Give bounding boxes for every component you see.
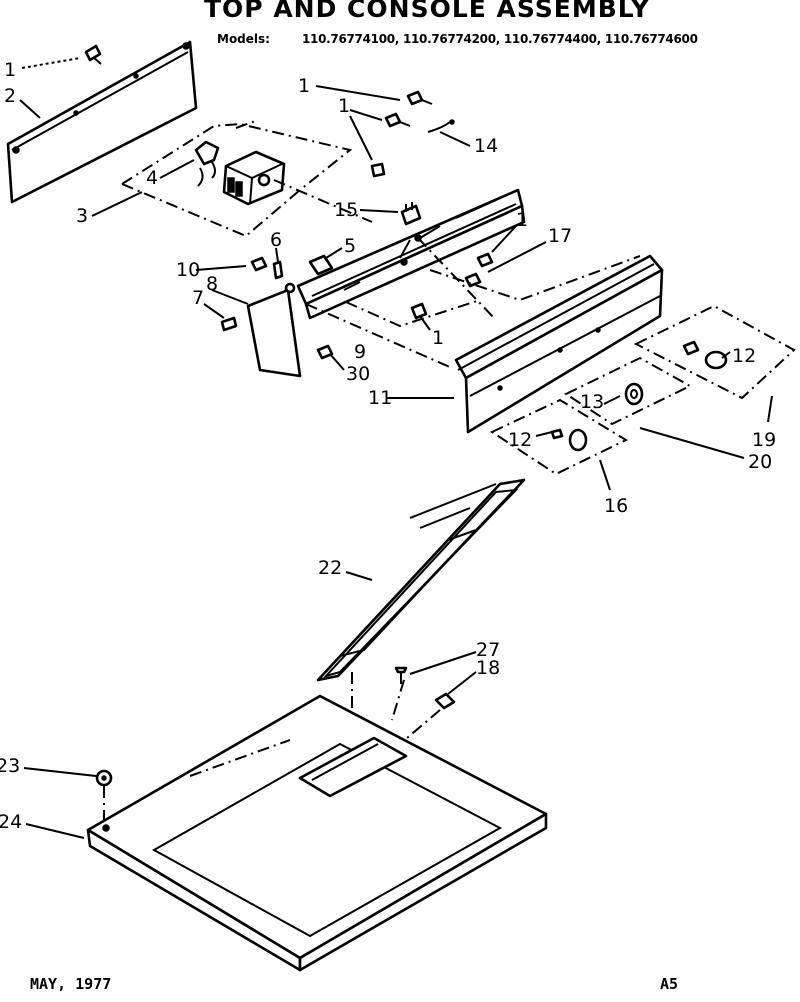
callout-1: 1 bbox=[432, 327, 444, 349]
leader-lines bbox=[19, 57, 773, 839]
nut-part-23 bbox=[95, 769, 113, 787]
callout-18: 18 bbox=[476, 657, 500, 679]
screw-part-17 bbox=[464, 272, 482, 288]
callout-20: 20 bbox=[748, 451, 772, 473]
models-label: Models: bbox=[217, 32, 270, 46]
knob-group-19 bbox=[633, 304, 796, 400]
screw-part-27 bbox=[394, 666, 408, 684]
clip-part-14 bbox=[427, 119, 455, 133]
assembly-dashed-lines bbox=[273, 179, 641, 369]
callout-8: 8 bbox=[206, 273, 218, 295]
callout-30: 30 bbox=[346, 363, 370, 385]
page-title: TOP AND CONSOLE ASSEMBLY bbox=[204, 0, 650, 23]
screw-part-1-a bbox=[84, 44, 102, 65]
timer-motor bbox=[222, 150, 286, 206]
models-list: 110.76774100, 110.76774200, 110.76774400… bbox=[302, 32, 698, 46]
callout-17: 17 bbox=[548, 225, 572, 247]
console-panel bbox=[454, 254, 664, 434]
callout-12: 12 bbox=[508, 429, 532, 451]
screw-part-1-c bbox=[384, 112, 411, 128]
screw-part-1-d bbox=[370, 162, 386, 178]
screw-part-1-e bbox=[476, 252, 494, 268]
screw-part-1-f bbox=[410, 302, 428, 320]
callout-1: 1 bbox=[516, 209, 528, 231]
callout-15: 15 bbox=[334, 199, 358, 221]
callout-9: 9 bbox=[354, 341, 366, 363]
callout-1: 1 bbox=[298, 75, 310, 97]
hinge-part-18 bbox=[434, 692, 456, 710]
callout-labels: 1 2 3 4 1 1 14 15 1 17 10 6 5 8 7 9 30 1… bbox=[0, 59, 776, 833]
callout-2: 2 bbox=[4, 85, 16, 107]
callout-4: 4 bbox=[146, 167, 158, 189]
console-frame bbox=[296, 188, 526, 320]
callout-1: 1 bbox=[4, 59, 16, 81]
callout-14: 14 bbox=[474, 135, 498, 157]
knob-group-13 bbox=[563, 356, 693, 426]
top-panel-part-24 bbox=[86, 694, 548, 972]
callout-13: 13 bbox=[580, 391, 604, 413]
callout-16: 16 bbox=[604, 495, 628, 517]
callout-5: 5 bbox=[344, 235, 356, 257]
timer-assembly-outline bbox=[121, 119, 353, 238]
knob-part-5 bbox=[308, 254, 334, 276]
callout-22: 22 bbox=[318, 557, 342, 579]
switch-part-15 bbox=[400, 202, 422, 226]
callout-11: 11 bbox=[368, 387, 392, 409]
clip-part-7 bbox=[220, 316, 238, 332]
callout-1: 1 bbox=[338, 95, 350, 117]
callout-23: 23 bbox=[0, 755, 20, 777]
callout-3: 3 bbox=[76, 205, 88, 227]
callout-12: 12 bbox=[732, 345, 756, 367]
callout-19: 19 bbox=[752, 429, 776, 451]
callout-24: 24 bbox=[0, 811, 22, 833]
revision-date: MAY, 1977 bbox=[30, 975, 112, 993]
rear-panel bbox=[6, 40, 198, 204]
callout-7: 7 bbox=[192, 287, 204, 309]
callout-27: 27 bbox=[476, 639, 500, 661]
lid-part-22 bbox=[316, 478, 526, 682]
screw-part-10 bbox=[250, 256, 268, 272]
page-code: A5 bbox=[660, 975, 679, 993]
timer-part-4-bracket bbox=[194, 140, 220, 187]
callout-10: 10 bbox=[176, 259, 200, 281]
bracket-part-8 bbox=[246, 282, 302, 378]
pin-part-6 bbox=[272, 260, 284, 280]
knob-group-16 bbox=[489, 398, 629, 476]
callout-6: 6 bbox=[270, 229, 282, 251]
screw-part-30 bbox=[316, 344, 334, 360]
screw-part-1-b bbox=[406, 90, 433, 106]
